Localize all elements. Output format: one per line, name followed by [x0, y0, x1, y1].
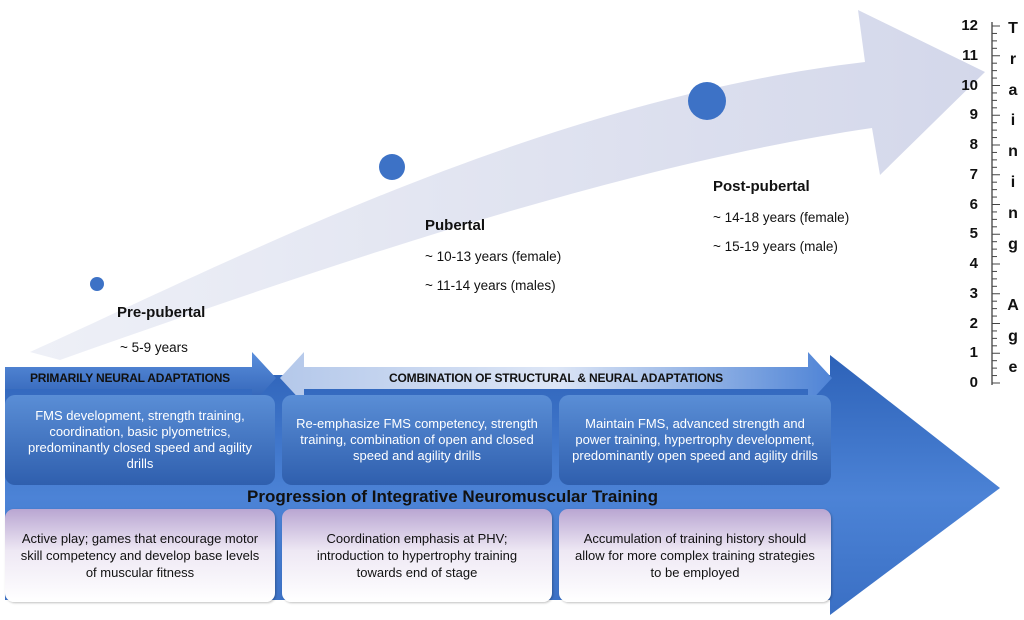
axis-title-letter: A — [1007, 297, 1019, 315]
training-box-pubertal: Re-emphasize FMS competency, strength tr… — [282, 395, 552, 485]
axis-tick-label: 8 — [969, 136, 978, 153]
stage-dot-pubertal — [379, 154, 405, 180]
note-box-pre-pubertal: Active play; games that encourage motor … — [5, 509, 275, 602]
stage-title-pre-pubertal: Pre-pubertal — [117, 304, 206, 321]
combined-band-arrow — [280, 352, 832, 404]
axis-ticks — [992, 25, 1000, 384]
neural-band-arrow — [5, 352, 276, 404]
axis-tick-label: 0 — [969, 374, 978, 391]
stage-dot-pre-pubertal — [90, 277, 104, 291]
stage-age-pubertal-male: ~ 11-14 years (males) — [425, 278, 556, 293]
growth-arrow — [30, 10, 985, 360]
axis-tick-label: 2 — [969, 314, 978, 332]
axis-tick-label: 3 — [969, 284, 978, 302]
training-box-post-pubertal: Maintain FMS, advanced strength and powe… — [559, 395, 831, 485]
combined-adaptations-label: COMBINATION OF STRUCTURAL & NEURAL ADAPT… — [389, 371, 723, 385]
note-box-pubertal: Coordination emphasis at PHV; introducti… — [282, 509, 552, 602]
stage-title-pubertal: Pubertal — [425, 217, 486, 234]
axis-tick-label: 12 — [961, 17, 978, 34]
stage-title-post-pubertal: Post-pubertal — [713, 178, 810, 195]
axis-tick-label: 9 — [969, 106, 978, 124]
stage-age-pubertal-female: ~ 10-13 years (female) — [425, 249, 562, 264]
axis-title-letter: e — [1008, 359, 1018, 376]
neural-adaptations-label: PRIMARILY NEURAL ADAPTATIONS — [30, 371, 230, 385]
axis-tick-label: 5 — [969, 225, 978, 243]
axis-title-letter: n — [1008, 204, 1018, 222]
stage-age-post-pubertal-female: ~ 14-18 years (female) — [713, 210, 850, 225]
progression-title: Progression of Integrative Neuromuscular… — [247, 487, 658, 506]
axis-title-letter: n — [1008, 143, 1018, 161]
stage-age-pre-pubertal: ~ 5-9 years — [120, 340, 188, 355]
axis-title-letter: i — [1010, 112, 1016, 130]
axis-tick-label: 4 — [969, 255, 978, 272]
axis-tick-label: 7 — [969, 165, 978, 183]
axis-title-letter: g — [1008, 328, 1018, 346]
axis-tick-label: 10 — [961, 76, 978, 94]
note-box-post-pubertal: Accumulation of training history should … — [559, 509, 831, 602]
axis-title-letter: i — [1010, 174, 1016, 192]
stage-dot-post-pubertal — [688, 82, 726, 120]
stage-age-post-pubertal-male: ~ 15-19 years (male) — [713, 239, 838, 254]
axis-title-letter: g — [1008, 235, 1018, 253]
axis-title-letter: r — [1009, 50, 1017, 68]
axis-title-letter: a — [1008, 81, 1018, 99]
axis-tick-label: 11 — [962, 46, 978, 64]
axis-tick-label: 1 — [969, 344, 978, 362]
axis-title-letter: T — [1008, 20, 1018, 37]
training-box-pre-pubertal: FMS development, strength training, coor… — [5, 395, 275, 485]
axis-tick-label: 6 — [969, 195, 978, 213]
